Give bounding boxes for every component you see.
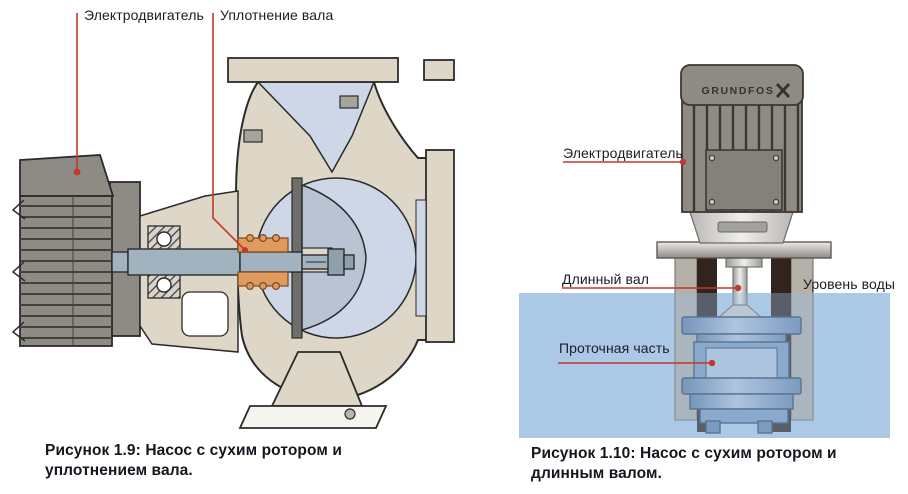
leader-line-motor: [73, 13, 81, 176]
casing-bolt: [339, 95, 359, 109]
caption-figure-1-10: Рисунок 1.10: Насос с сухим ротором и дл…: [531, 445, 837, 483]
top-flange: [227, 57, 399, 83]
leader-dot-motor: [679, 158, 687, 166]
suction-flange: [425, 149, 455, 343]
break-marks: [11, 199, 26, 342]
label-right-shaft: Длинный вал: [562, 271, 650, 287]
motor-cap: [680, 64, 804, 106]
label-left-seal: Уплотнение вала: [220, 7, 334, 23]
cover-screw: [772, 154, 780, 162]
leader-dot-seal: [242, 247, 248, 253]
pump-shaft: [111, 248, 355, 276]
motor-cap: [19, 154, 115, 197]
top-flange-right: [423, 59, 455, 81]
figure-left-diagram: [11, 13, 455, 429]
motor-adapter: [689, 211, 794, 244]
leader-dot-motor: [73, 168, 81, 176]
cover-screw: [772, 198, 780, 206]
grundfos-logo-mark: [775, 83, 791, 98]
terminal-box-cover: [705, 149, 783, 211]
leader-line-shaft: [562, 284, 742, 292]
cover-screw: [708, 154, 716, 162]
shaft-seal: [237, 234, 289, 291]
figure-right-diagram: GRUNDFOS: [519, 64, 890, 438]
mounting-plate: [656, 241, 832, 259]
cover-screw: [708, 198, 716, 206]
leader-line-hydraulics: [558, 359, 716, 367]
vertical-motor: GRUNDFOS: [680, 64, 804, 213]
label-left-motor: Электродвигатель: [84, 7, 204, 23]
caption-figure-1-9: Рисунок 1.9: Насос с сухим ротором и упл…: [45, 442, 342, 480]
pump-foot: [238, 351, 388, 429]
label-water-level: Уровень воды: [803, 276, 896, 292]
leader-dot-hydraulics: [708, 359, 716, 367]
label-right-motor: Электродвигатель: [563, 145, 683, 161]
motor-assembly: [11, 154, 141, 347]
leader-line-seal: [212, 13, 248, 253]
casing-bolt: [243, 129, 263, 143]
label-hydraulics: Проточная часть: [559, 340, 670, 356]
leader-dot-shaft: [734, 284, 742, 292]
grundfos-logo-text: GRUNDFOS: [702, 85, 775, 97]
base-plate: [238, 405, 388, 429]
water-tint-overlay: [519, 293, 890, 438]
cooling-fins: [20, 196, 112, 346]
leader-line-motor: [563, 158, 687, 166]
